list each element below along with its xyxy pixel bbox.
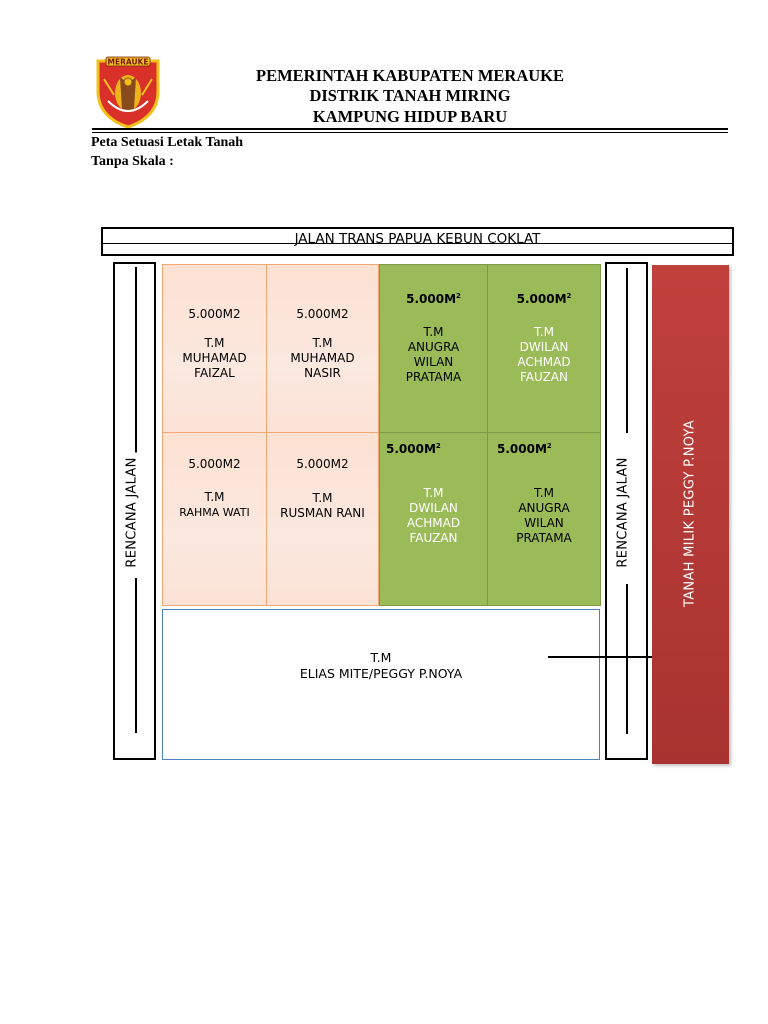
plot-tm: T.M [423, 486, 444, 500]
header-rule-thick [92, 128, 728, 130]
land-peggy-noya [652, 265, 729, 764]
plot-muhamad-nasir: 5.000M2 T.M MUHAMAD NASIR [266, 264, 379, 433]
left-road-line-lower [135, 578, 137, 733]
plot-owner-line: PRATAMA [405, 370, 462, 384]
plot-owner-line: ACHMAD [517, 355, 571, 369]
plot-area: 5.000M2 [296, 307, 349, 321]
plot-owner-line: DWILAN [519, 340, 569, 354]
plot-tm: T.M [423, 325, 444, 339]
plot-tm: T.M [533, 325, 555, 339]
plot-anugra-wilan-pratama-top: 5.000M2 T.M ANUGRA WILAN PRATAMA [379, 264, 488, 433]
plot-owner-line: ACHMAD [406, 516, 461, 530]
plot-area: 5.000M2 [188, 457, 241, 471]
plot-elias-mite-peggy-noya: T.M ELIAS MITE/PEGGY P.NOYA [162, 609, 600, 760]
plot-tm: T.M [533, 486, 555, 500]
map-title: Peta Setuasi Letak Tanah [91, 135, 244, 150]
plot-owner-line: FAUZAN [520, 370, 568, 384]
plot-tm: T.M [370, 650, 392, 665]
plot-tm: T.M [204, 336, 225, 350]
plot-owner-line: WILAN [413, 355, 454, 369]
plot-owner-line: ANUGRA [407, 340, 460, 354]
header-line-2: DISTRIK TANAH MIRING [309, 86, 511, 105]
right-road-line-upper [626, 268, 628, 433]
header-rule-thin [92, 132, 728, 133]
map-scale: Tanpa Skala : [91, 154, 174, 169]
plot-tm: T.M [312, 336, 333, 350]
plot-owner-line: FAUZAN [409, 531, 458, 545]
plot-rahma-wati: 5.000M2 T.M RAHMA WATI [162, 432, 267, 606]
plot-area: 5.000M2 [386, 442, 441, 456]
plot-area: 5.000M2 [516, 292, 572, 306]
right-side-road [605, 262, 648, 760]
plot-anugra-wilan-pratama-bottom: 5.000M2 T.M ANUGRA WILAN PRATAMA [487, 432, 601, 606]
merauke-logo: MERAUKE [92, 55, 164, 131]
plot-owner-line: DWILAN [409, 501, 458, 515]
left-road-label: RENCANA JALAN [124, 452, 140, 573]
header-line-3: KAMPUNG HIDUP BARU [312, 107, 508, 126]
plot-area: 5.000M2 [188, 307, 241, 321]
plot-dwilan-achmad-fauzan-top: 5.000M2 T.M DWILAN ACHMAD FAUZAN [487, 264, 601, 433]
right-road-label: RENCANA JALAN [615, 452, 631, 573]
right-road-line-lower [626, 584, 628, 734]
logo-text: MERAUKE [108, 58, 149, 67]
plot-area: 5.000M2 [406, 292, 461, 306]
plot-owner-line: MUHAMAD [182, 351, 247, 365]
plot-owner-line: WILAN [524, 516, 564, 530]
left-road-line-upper [135, 267, 137, 567]
plot-area: 5.000M2 [296, 457, 349, 471]
road-label: JALAN TRANS PAPUA KEBUN COKLAT [294, 231, 541, 247]
red-land-label: TANAH MILIK PEGGY P.NOYA [682, 420, 698, 607]
left-side-road [113, 262, 156, 760]
plot-dwilan-achmad-fauzan-bottom: 5.000M2 T.M DWILAN ACHMAD FAUZAN [379, 432, 488, 606]
plot-rusman-rani: 5.000M2 T.M RUSMAN RANI [266, 432, 379, 606]
plot-owner-line: FAIZAL [194, 366, 235, 380]
plot-owner-line: RAHMA WATI [179, 506, 250, 519]
plot-owner-line: NASIR [304, 366, 341, 380]
plot-owner-line: RUSMAN RANI [280, 506, 365, 520]
plot-area: 5.000M2 [497, 442, 552, 456]
road-centerline [101, 243, 734, 244]
road-box [101, 227, 734, 256]
header-line-1: PEMERINTAH KABUPATEN MERAUKE [255, 66, 564, 85]
plot-owner-line: ELIAS MITE/PEGGY P.NOYA [299, 666, 463, 681]
pointer-line [548, 656, 652, 658]
plot-owner-line: MUHAMAD [290, 351, 355, 365]
plot-muhamad-faizal: 5.000M2 T.M MUHAMAD FAIZAL [162, 264, 267, 433]
plot-tm: T.M [204, 490, 225, 504]
plot-owner-line: ANUGRA [518, 501, 570, 515]
plot-owner-line: PRATAMA [516, 531, 572, 545]
plot-tm: T.M [312, 491, 333, 505]
